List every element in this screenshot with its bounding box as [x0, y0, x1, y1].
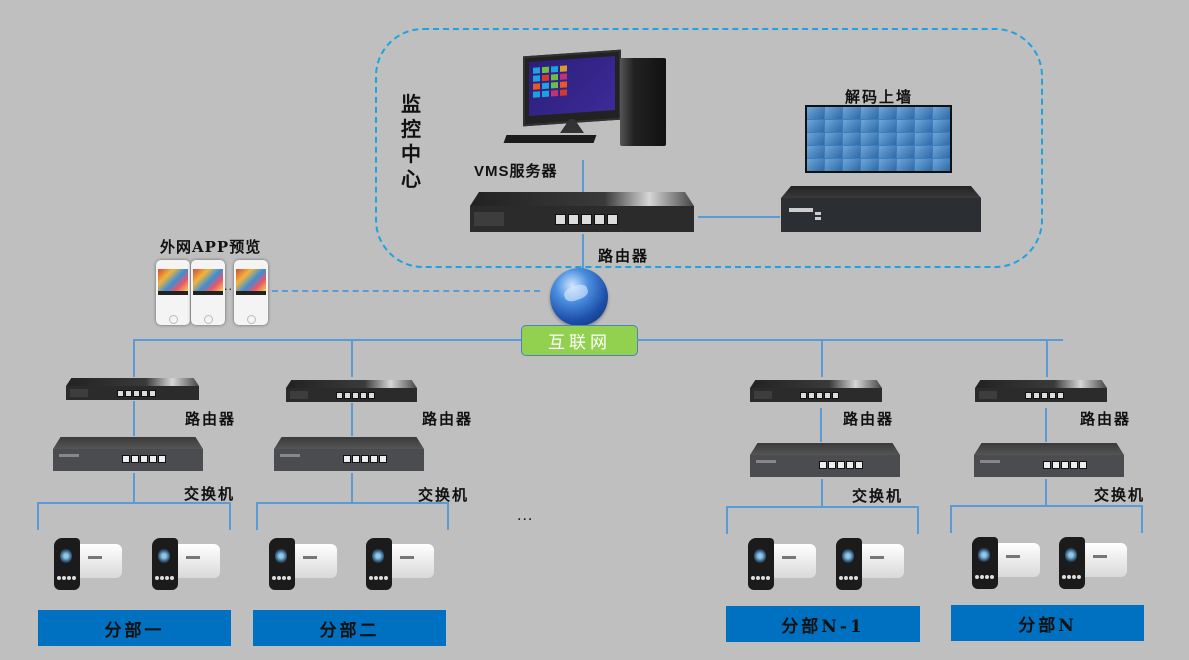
branch-router	[66, 378, 199, 400]
monitoring-center-title: 监 控 中 心	[401, 92, 421, 191]
keyboard-icon	[503, 135, 597, 143]
branch-router-label: 路由器	[422, 410, 474, 428]
branch-switch	[750, 443, 900, 477]
monitoring-center-frame	[375, 28, 1043, 268]
camera-icon	[970, 535, 1042, 591]
link-router-internet	[582, 234, 584, 270]
phone-icon	[156, 260, 190, 325]
branch-router-label: 路由器	[1080, 410, 1132, 428]
camera-icon	[834, 536, 906, 592]
branch-label: 分部N-1	[726, 606, 920, 642]
vms-server-label: VMS服务器	[474, 163, 558, 180]
central-router-label: 路由器	[598, 247, 650, 265]
bus-right	[637, 339, 1063, 341]
remote-app-label: 外网APP预览	[160, 238, 262, 256]
camera-icon	[746, 536, 818, 592]
branch-switch	[974, 443, 1124, 477]
video-wall-icon	[805, 105, 952, 173]
branch-label: 分部一	[38, 610, 231, 646]
branch-switch	[53, 437, 203, 471]
link-pc-router	[582, 160, 584, 192]
branch-switch-label: 交换机	[184, 485, 236, 503]
internet-badge: 互联网	[521, 325, 638, 356]
branch-router-label: 路由器	[185, 410, 237, 428]
branch-router-label: 路由器	[843, 410, 895, 428]
camera-icon	[267, 536, 339, 592]
phone-icon	[234, 260, 268, 325]
branch-switch-label: 交换机	[1094, 486, 1146, 504]
branch-ellipsis: ...	[517, 508, 534, 524]
decoder-device	[781, 186, 981, 232]
pc-tower-icon	[620, 58, 666, 146]
branch-router	[286, 380, 417, 402]
globe-icon	[550, 268, 608, 326]
branch-label: 分部N	[951, 605, 1144, 641]
camera-icon	[364, 536, 436, 592]
decoder-wall-label: 解码上墙	[845, 88, 914, 106]
camera-icon	[1057, 535, 1129, 591]
camera-icon	[150, 536, 222, 592]
phone-ellipsis: ...	[224, 280, 238, 293]
monitor-icon	[523, 49, 621, 127]
branch-switch-label: 交换机	[852, 487, 904, 505]
bus-left	[133, 339, 521, 341]
branch-switch	[274, 437, 424, 471]
link-router-decoder	[698, 216, 780, 218]
branch-switch-label: 交换机	[418, 486, 470, 504]
branch-router	[750, 380, 882, 402]
link-app-internet	[272, 290, 540, 292]
branch-label: 分部二	[253, 610, 446, 646]
central-router	[470, 192, 694, 232]
phone-icon	[191, 260, 225, 325]
camera-icon	[52, 536, 124, 592]
branch-router	[975, 380, 1107, 402]
